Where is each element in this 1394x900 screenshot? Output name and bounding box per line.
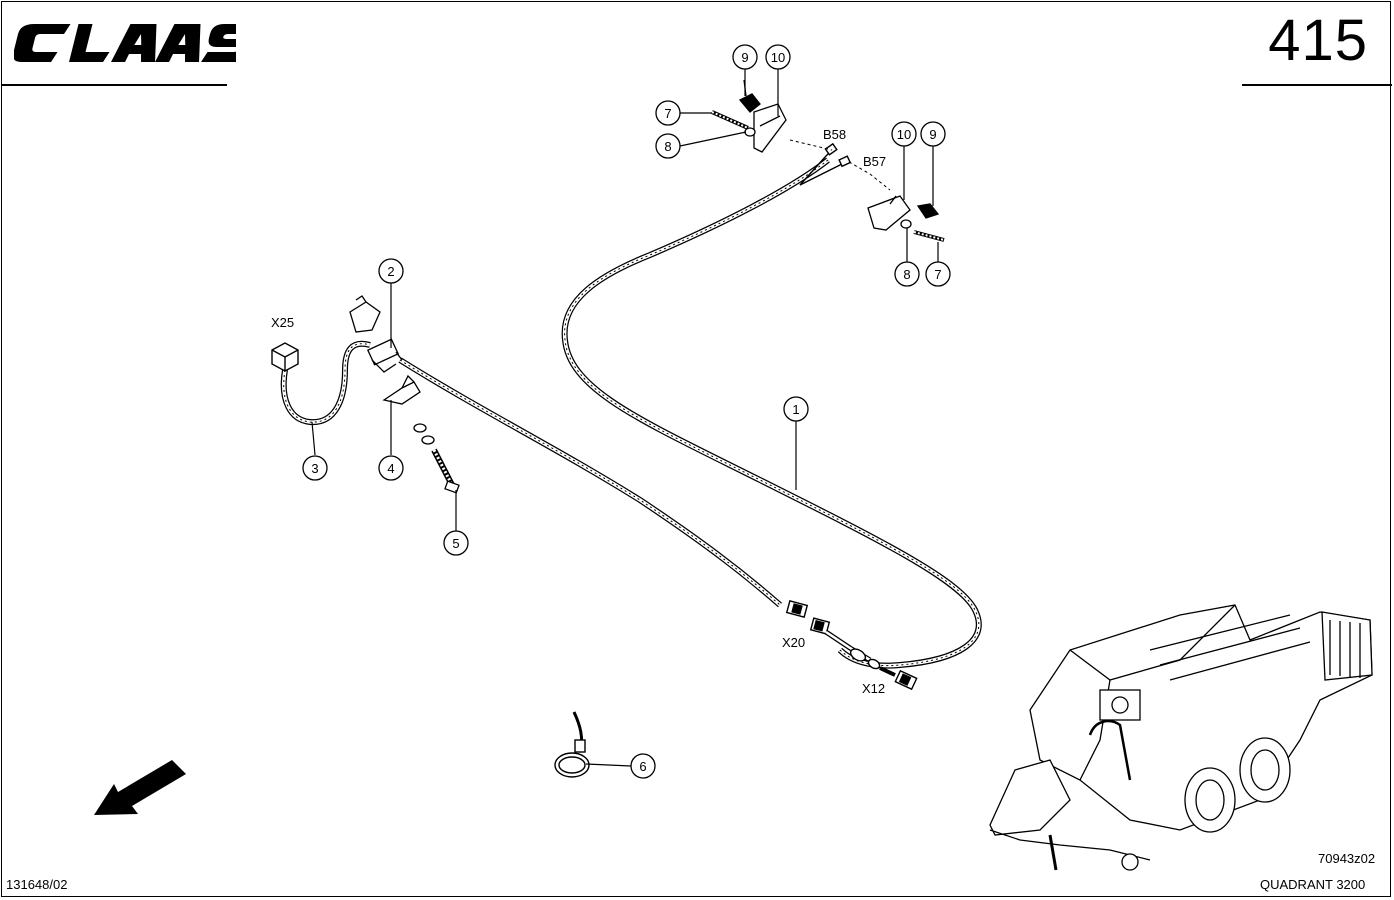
connector-x25 bbox=[271, 342, 299, 372]
svg-text:5: 5 bbox=[452, 536, 459, 551]
sensor-branch bbox=[789, 139, 891, 191]
bracket-item-4 bbox=[382, 374, 421, 405]
connector-x20 bbox=[785, 600, 918, 691]
svg-text:4: 4 bbox=[387, 461, 394, 476]
callout-8-right: 8 bbox=[894, 261, 920, 287]
callout-6: 6 bbox=[630, 753, 656, 779]
sensor-mount-b58 bbox=[711, 79, 787, 153]
callout-2: 2 bbox=[378, 258, 404, 284]
svg-text:1: 1 bbox=[792, 402, 799, 417]
label-x25: X25 bbox=[271, 315, 294, 330]
bolt-item-5 bbox=[413, 423, 460, 494]
callout-7-right: 7 bbox=[925, 261, 951, 287]
svg-text:8: 8 bbox=[664, 139, 671, 154]
leader-lines bbox=[311, 69, 939, 767]
header-rule-right bbox=[1242, 84, 1392, 86]
document-number: 131648/02 bbox=[6, 877, 68, 892]
svg-text:9: 9 bbox=[929, 127, 936, 142]
label-x12: X12 bbox=[862, 681, 885, 696]
drawing-code: 70943z02 bbox=[1318, 851, 1376, 866]
svg-text:10: 10 bbox=[897, 127, 911, 142]
claas-logo bbox=[14, 24, 236, 62]
svg-text:9: 9 bbox=[741, 50, 748, 65]
baler-machine-thumbnail bbox=[989, 604, 1373, 871]
harness-to-x20 bbox=[398, 357, 782, 608]
page-number: 415 bbox=[1268, 8, 1368, 73]
svg-text:7: 7 bbox=[934, 267, 941, 282]
callout-7-upper: 7 bbox=[655, 100, 681, 126]
callout-1: 1 bbox=[783, 396, 809, 422]
svg-text:8: 8 bbox=[903, 267, 910, 282]
callout-9-right: 9 bbox=[920, 121, 946, 147]
callout-9-upper: 9 bbox=[732, 44, 758, 70]
direction-arrow-icon bbox=[94, 760, 186, 815]
svg-text:7: 7 bbox=[664, 106, 671, 121]
machine-model: QUADRANT 3200 bbox=[1260, 877, 1366, 892]
callout-4: 4 bbox=[378, 455, 404, 481]
callout-8-upper: 8 bbox=[655, 133, 681, 159]
header-rule-left bbox=[1, 84, 227, 86]
label-x20: X20 bbox=[782, 635, 805, 650]
sensor-mount-b57 bbox=[867, 195, 945, 242]
main-harness-cable bbox=[561, 157, 982, 669]
callout-5: 5 bbox=[443, 530, 469, 556]
svg-text:6: 6 bbox=[639, 759, 646, 774]
svg-text:3: 3 bbox=[311, 461, 318, 476]
callout-10-upper: 10 bbox=[765, 44, 791, 70]
cable-tie-item-6 bbox=[554, 711, 590, 778]
svg-text:2: 2 bbox=[387, 264, 394, 279]
callout-10-right: 10 bbox=[891, 121, 917, 147]
label-b58: B58 bbox=[823, 127, 846, 142]
clip-item-2 bbox=[349, 295, 403, 373]
callout-3: 3 bbox=[302, 455, 328, 481]
svg-text:10: 10 bbox=[771, 50, 785, 65]
harness-3-x25 bbox=[280, 340, 371, 426]
label-b57: B57 bbox=[863, 154, 886, 169]
